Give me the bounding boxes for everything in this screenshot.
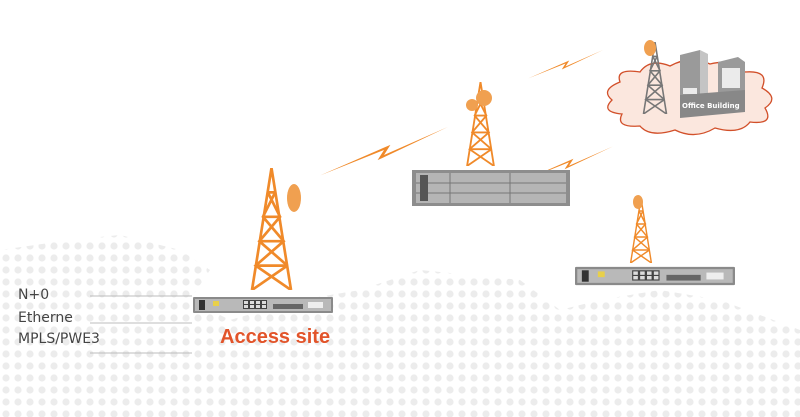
office-building-icon: Office Building	[680, 50, 745, 118]
wireless-link-icon	[320, 126, 448, 176]
office-building-label: Office Building	[682, 102, 740, 110]
aggregation-chassis-device	[412, 170, 570, 206]
legend-lines	[90, 295, 192, 354]
wireless-link-icon	[528, 50, 603, 79]
access-router-device	[193, 297, 333, 313]
access-tower-icon	[250, 168, 293, 290]
legend-item-mpls: MPLS/PWE3	[18, 331, 100, 347]
legend-item-ethernet: Etherne	[18, 310, 73, 326]
antenna-dish-icons	[287, 40, 656, 212]
access-site-label: Access site	[220, 326, 331, 348]
remote-router-device	[575, 266, 735, 286]
remote-tower-icon	[629, 198, 653, 263]
legend-item-n0: N+0	[18, 287, 50, 303]
dotted-map-background	[0, 235, 800, 417]
